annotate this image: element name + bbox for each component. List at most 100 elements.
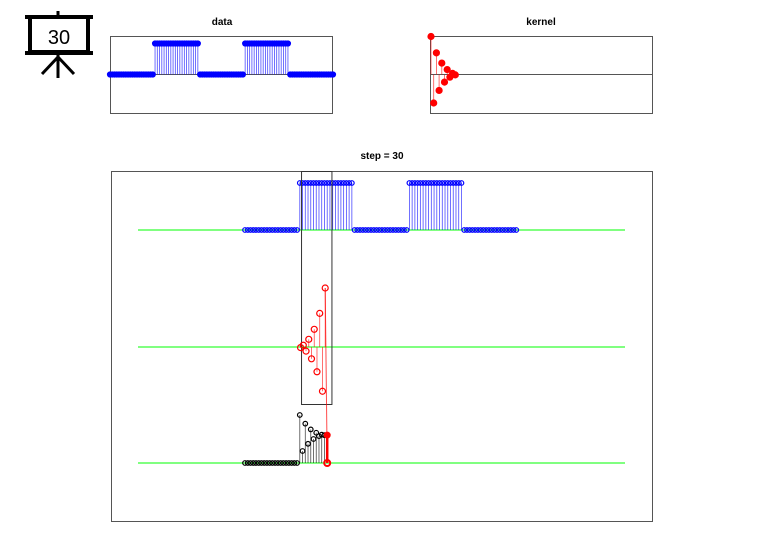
data-point-marker (318, 180, 325, 186)
data-point-marker (329, 71, 337, 78)
data-point-marker (403, 227, 410, 233)
kernel-point-marker (435, 86, 443, 95)
kernel-point-marker (443, 65, 451, 74)
data-point-marker (381, 227, 388, 233)
output-point-marker (250, 460, 257, 466)
flipped-kernel-point-marker (302, 347, 310, 355)
data-point-marker (296, 180, 303, 186)
data-point-marker (428, 180, 435, 186)
output-point-marker (253, 460, 259, 466)
data-point-marker (261, 227, 268, 233)
data-point-marker (357, 227, 363, 233)
current-output-marker (323, 431, 331, 439)
main-title: step = 30 (360, 151, 404, 162)
data-point-marker (365, 227, 372, 233)
data-point-marker (422, 180, 429, 186)
output-point-marker (296, 412, 303, 418)
data-point-marker (387, 227, 394, 233)
data-point-marker (362, 227, 369, 233)
output-point-marker (258, 460, 265, 466)
data-point-marker (269, 227, 276, 233)
output-point-marker (274, 460, 281, 466)
data-point-marker (414, 180, 421, 186)
flipped-kernel-point-marker (318, 387, 327, 395)
flipped-kernel-point-marker (296, 343, 305, 352)
data-point-marker (351, 227, 358, 233)
data-point-marker (379, 227, 385, 233)
data-point-marker (425, 180, 432, 186)
data-point-marker (384, 227, 391, 233)
data-point-marker (510, 227, 517, 233)
data-point-marker (272, 227, 279, 233)
data-point-marker (496, 227, 503, 233)
data-point-marker (242, 227, 248, 233)
data-point-marker (264, 227, 270, 233)
data-point-marker (453, 180, 459, 186)
data-point-marker (409, 180, 416, 186)
kernel-plot (427, 32, 652, 107)
data-point-marker (373, 227, 380, 233)
data-point-marker (439, 180, 446, 186)
data-point-marker (244, 227, 251, 233)
data-point-marker (502, 227, 509, 233)
data-point-marker (332, 180, 339, 186)
data-point-marker (291, 227, 298, 233)
data-point-marker (466, 227, 473, 233)
data-point-marker (348, 180, 355, 186)
data-point-marker (194, 40, 201, 47)
output-point-marker (285, 460, 292, 466)
data-point-marker (305, 180, 311, 186)
data-point-marker (294, 227, 300, 233)
data-point-marker (239, 71, 246, 78)
data-point-marker (346, 180, 353, 186)
data-point-marker (411, 180, 418, 186)
output-point-marker (277, 460, 284, 466)
data-point-marker (307, 180, 314, 186)
output-point-marker (283, 460, 290, 466)
data-point-marker (406, 180, 413, 186)
data-point-marker (335, 180, 342, 186)
data-point-marker (255, 227, 262, 233)
output-point-marker (310, 436, 317, 442)
data-point-marker (499, 227, 506, 233)
data-point-marker (442, 180, 448, 186)
kernel-point-marker (440, 78, 449, 86)
data-point-marker (285, 227, 292, 233)
data-point-marker (338, 180, 344, 186)
data-point-marker (288, 227, 295, 233)
step-counter: 30 (48, 27, 70, 49)
data-point-marker (483, 227, 490, 233)
output-point-marker (299, 448, 306, 454)
data-point-marker (447, 180, 454, 186)
data-point-marker (395, 227, 402, 233)
data-point-marker (458, 180, 465, 186)
data-point-marker (284, 40, 292, 47)
data-point-marker (488, 227, 495, 233)
output-point-marker (288, 460, 295, 466)
data-point-marker (253, 227, 259, 233)
kernel-point-marker (451, 71, 459, 79)
data-point-marker (485, 227, 492, 233)
output-point-marker (261, 460, 268, 466)
easel-icon (25, 11, 93, 78)
data-point-marker (376, 227, 383, 233)
data-point-marker (417, 180, 424, 186)
data-point-marker (324, 180, 331, 186)
output-point-marker (302, 420, 309, 427)
output-point-marker (242, 460, 248, 466)
flipped-kernel-point-marker (310, 325, 318, 333)
flipped-kernel-point-marker (316, 309, 324, 317)
data-point-marker (475, 227, 481, 233)
kernel-window (301, 171, 333, 405)
output-point-marker (255, 460, 262, 466)
data-point-marker (283, 227, 290, 233)
data-point-marker (280, 227, 287, 233)
data-point-marker (302, 180, 309, 186)
kernel-point-marker (427, 32, 435, 41)
output-point-marker (305, 440, 311, 447)
data-point-marker (359, 227, 366, 233)
data-point-marker (274, 227, 281, 233)
data-point-marker (149, 71, 156, 78)
data-point-marker (494, 227, 500, 233)
